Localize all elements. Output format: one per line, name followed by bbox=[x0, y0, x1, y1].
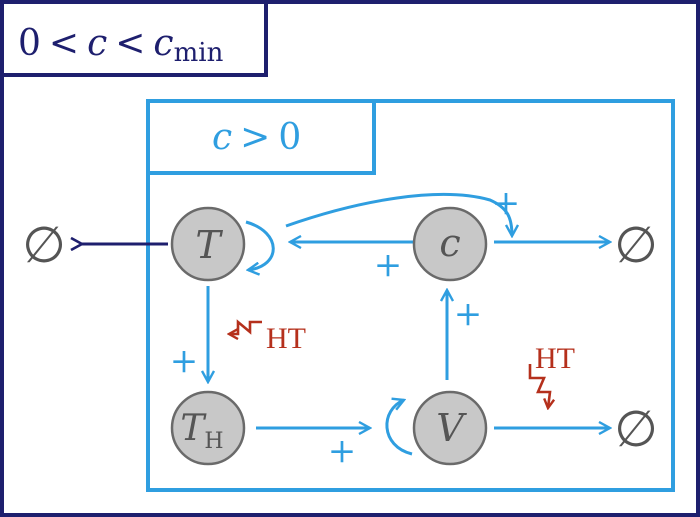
node-T: T bbox=[170, 206, 246, 282]
inner-frame bbox=[146, 99, 675, 492]
sign-TH-to-V: + bbox=[328, 431, 357, 471]
edge-V-self-loop bbox=[385, 400, 413, 456]
empty-set-left: ∅ bbox=[22, 216, 66, 274]
sign-T-curve: + bbox=[492, 183, 521, 223]
inner-label-box bbox=[146, 99, 376, 175]
node-c-label: c bbox=[439, 221, 460, 265]
outer-label: 0<c<cmin bbox=[18, 23, 224, 68]
empty-set-bottom-right: ∅ bbox=[614, 400, 658, 458]
ht-left-label: HT bbox=[266, 322, 306, 355]
inner-label: c>0 bbox=[212, 117, 301, 158]
node-TH-label: TH bbox=[180, 408, 223, 454]
ht-right-label: HT bbox=[535, 342, 575, 375]
node-V-label: V bbox=[436, 406, 467, 450]
empty-set-top-right: ∅ bbox=[614, 216, 658, 274]
ht-left-bolt-icon bbox=[229, 319, 262, 334]
node-c: c bbox=[412, 206, 488, 282]
node-TH: TH bbox=[170, 390, 246, 466]
edge-T-curve-to-c bbox=[285, 192, 512, 236]
ht-right-bolt-icon bbox=[528, 364, 550, 408]
outer-label-box bbox=[0, 0, 268, 77]
sign-T-to-TH: + bbox=[170, 341, 199, 381]
node-T-label: T bbox=[195, 223, 223, 267]
sign-c-to-T: + bbox=[374, 245, 403, 285]
sign-V-to-c: + bbox=[454, 294, 483, 334]
edge-T-self-loop bbox=[246, 220, 275, 270]
node-V: V bbox=[412, 390, 488, 466]
